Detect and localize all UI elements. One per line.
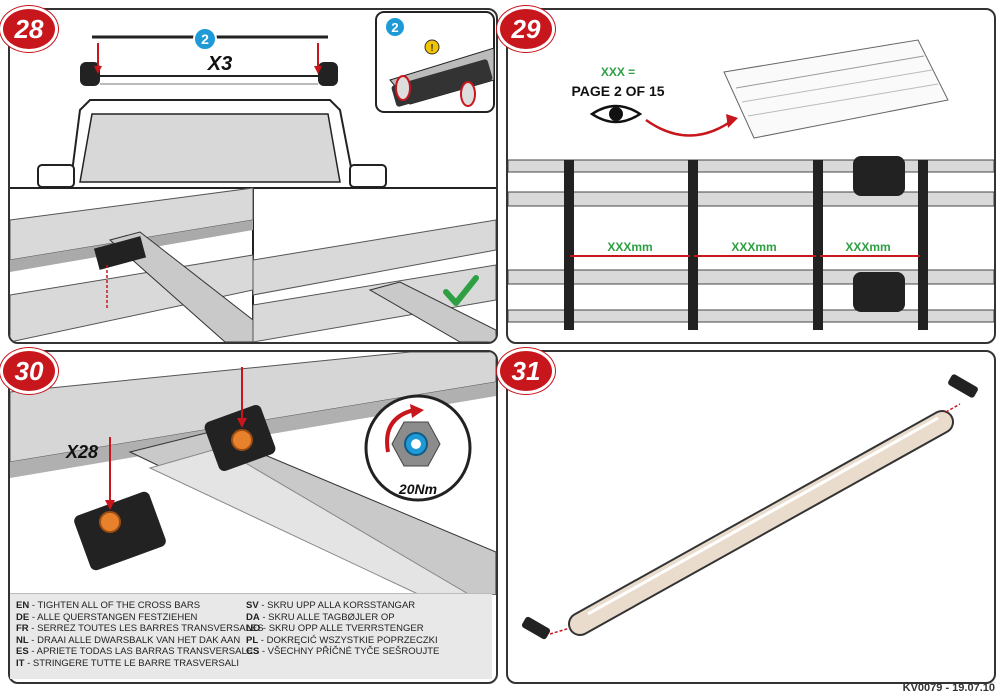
step-29-panel: XXX = PAGE 2 OF 15 — [506, 8, 996, 344]
step-30-panel: X28 20Nm — [8, 350, 498, 684]
quantity-label: X3 — [207, 53, 232, 75]
callout-number: 2 — [201, 31, 209, 47]
instructions-right-column: SV - SKRU UPP ALLA KORSSTANGAR DA - SKRU… — [246, 600, 439, 658]
step-number-31: 31 — [497, 348, 555, 394]
instruction-cs: CS - VŠECHNY PŘÍČNÉ TYČE SEŠROUJTE — [246, 646, 440, 658]
cross-bar-tube — [568, 410, 954, 636]
inset-callout-number: 2 — [391, 20, 398, 35]
step-31-panel — [506, 350, 996, 684]
nut-left — [99, 511, 121, 533]
step-30-illustration: X28 20Nm — [10, 352, 496, 596]
step-number-28: 28 — [0, 6, 58, 52]
spacing-label-3: XXXmm — [845, 240, 890, 254]
step-number-29: 29 — [497, 6, 555, 52]
instruction-pl: PL - DOKRĘCIĆ WSZYSTKIE POPRZECZKI — [246, 634, 438, 646]
instruction-da: DA - SKRU ALLE TAGBØJLER OP — [246, 611, 395, 623]
rotate-arrow-icon — [385, 408, 415, 453]
document-code: KV0079 - 19.07.10 — [902, 682, 995, 694]
eye-icon — [589, 104, 643, 124]
instruction-text-block: EN - TIGHTEN ALL OF THE CROSS BARS DE - … — [10, 593, 492, 679]
bracket-left — [74, 491, 166, 571]
instruction-fr: FR - SERREZ TOUTES LES BARRES TRANSVERSA… — [16, 623, 264, 635]
step-29-illustration: XXX = PAGE 2 OF 15 — [508, 39, 994, 330]
torque-value: 20Nm — [398, 481, 437, 497]
spacing-dimensions — [570, 239, 920, 257]
step-31-illustration — [521, 374, 978, 640]
step-28-illustration: 2 X3 2 ! — [10, 11, 496, 342]
reference-sheet-icon — [723, 39, 949, 139]
spacing-label-2: XXXmm — [731, 240, 776, 254]
instruction-es: ES - APRIETE TODAS LAS BARRAS TRANSVERSA… — [16, 646, 260, 658]
instruction-sv: SV - SKRU UPP ALLA KORSSTANGAR — [246, 600, 416, 611]
instruction-en: EN - TIGHTEN ALL OF THE CROSS BARS — [16, 600, 201, 611]
check-icon — [443, 275, 479, 306]
step-number-30: 30 — [0, 348, 58, 394]
callout-badge — [193, 27, 217, 51]
rail-detail-before — [10, 187, 254, 342]
end-cap-right — [945, 374, 978, 413]
quantity-label: X28 — [65, 442, 98, 462]
instruction-de: DE - ALLE QUERSTANGEN FESTZIEHEN — [16, 611, 198, 623]
svg-text:!: ! — [430, 43, 433, 54]
van-drawing — [37, 99, 387, 189]
arrow-to-sheet — [645, 118, 731, 137]
instruction-no: NO - SKRU OPP ALLE TVERRSTENGER — [246, 623, 424, 635]
instruction-nl: NL - DRAAI ALLE DWARSBALK VAN HET DAK AA… — [16, 634, 241, 646]
warning-icon — [424, 39, 440, 55]
end-cap-left — [521, 616, 571, 640]
step-28-panel: 2 X3 2 ! — [8, 8, 498, 344]
reference-label: XXX = — [601, 65, 635, 79]
nut-right — [231, 429, 253, 451]
torque-inset — [364, 394, 472, 502]
page-reference: PAGE 2 OF 15 — [571, 83, 664, 99]
roof-rack-top-view — [508, 156, 994, 330]
rail-detail-after — [252, 219, 496, 342]
instruction-it: IT - STRINGERE TUTTE LE BARRE TRASVERSAL… — [16, 657, 239, 669]
instructions-left-column: EN - TIGHTEN ALL OF THE CROSS BARS DE - … — [16, 600, 264, 670]
detail-inset: 2 ! — [375, 11, 495, 113]
spacing-label-1: XXXmm — [607, 240, 652, 254]
